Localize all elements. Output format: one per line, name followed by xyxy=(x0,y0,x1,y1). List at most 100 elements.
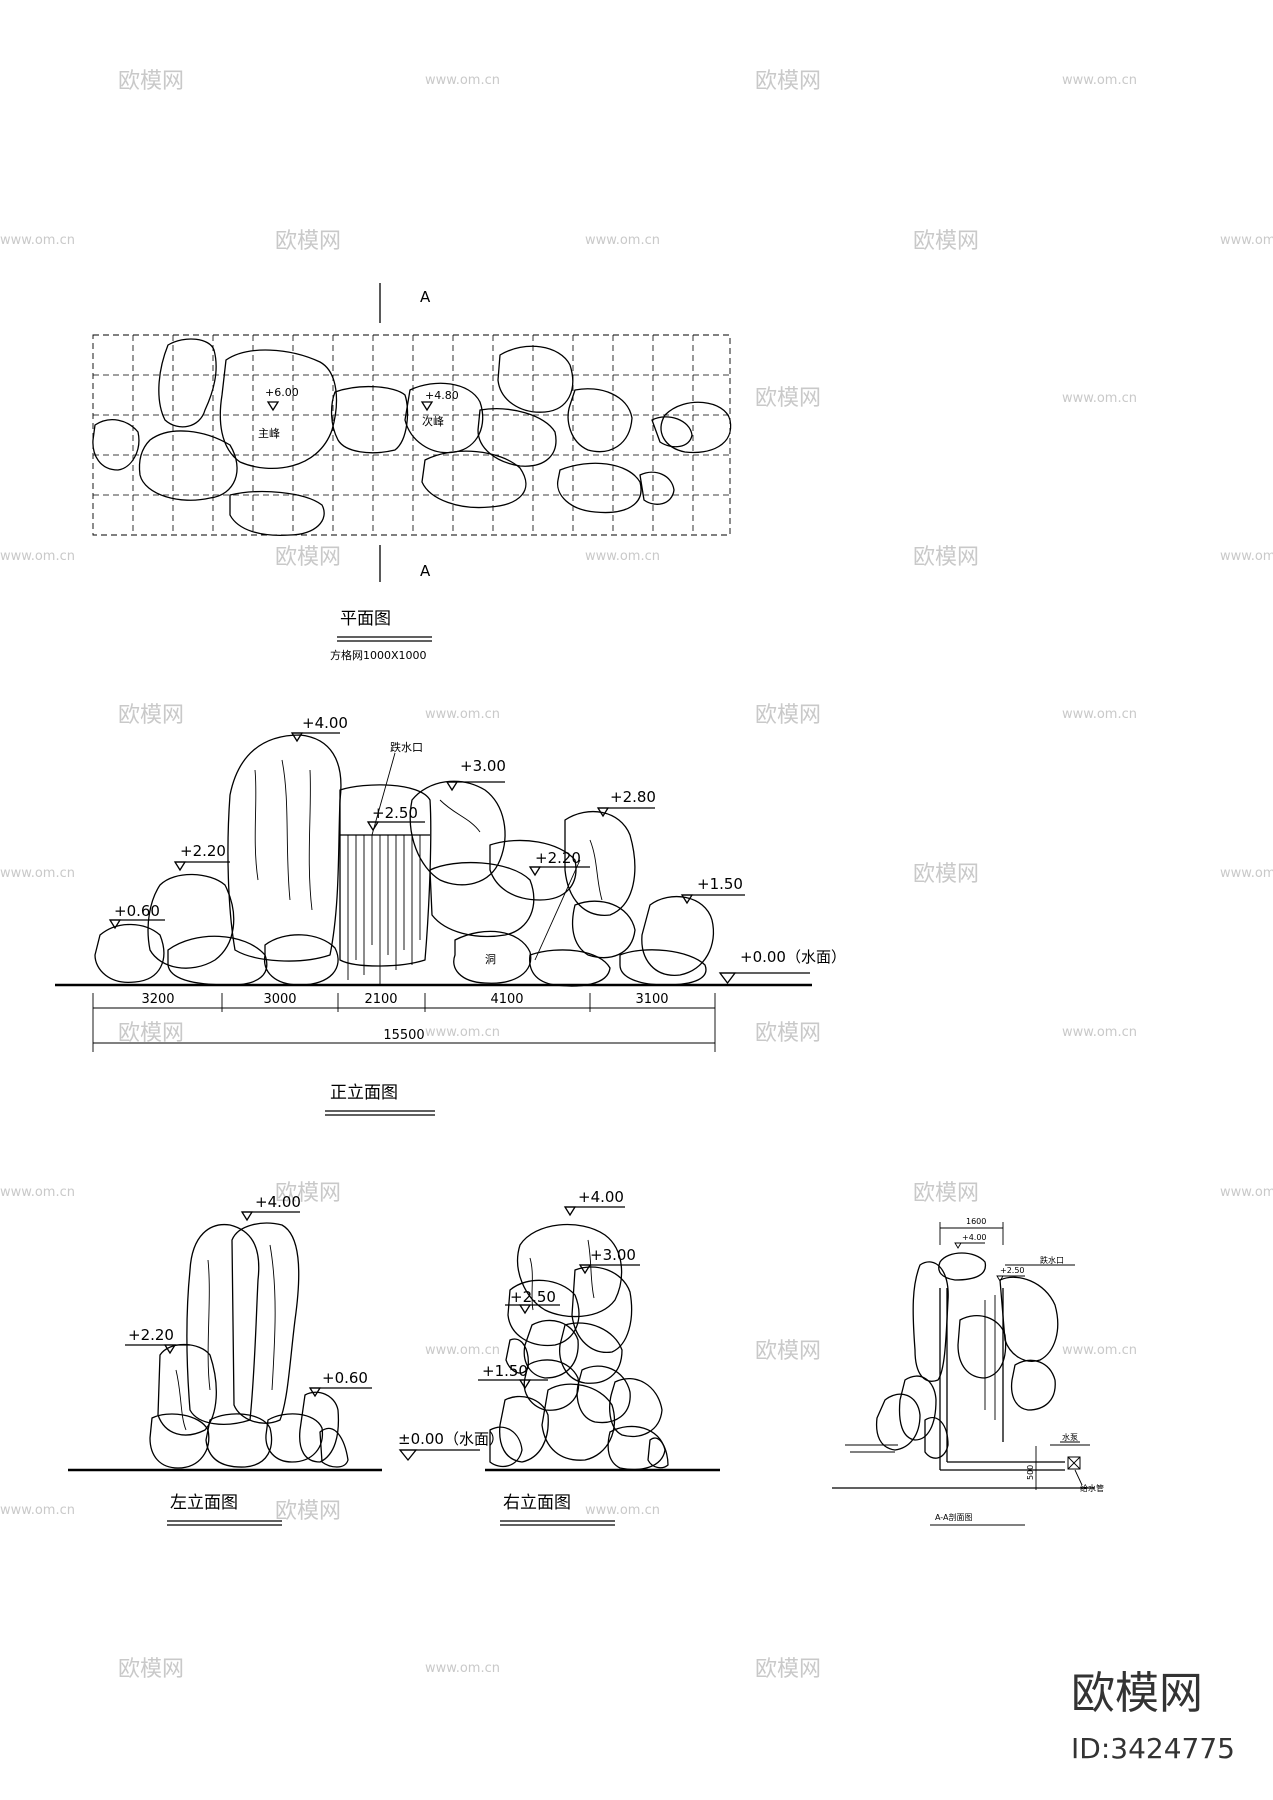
right-rocks xyxy=(489,1223,669,1471)
svg-text:3000: 3000 xyxy=(263,992,296,1007)
watermarks: 欧模网 www.om.cn 欧模网 www.om.cn www.om.cn 欧模… xyxy=(0,69,1273,1682)
section-elev-top: +4.00 xyxy=(954,1233,987,1249)
svg-text:+4.80: +4.80 xyxy=(425,389,459,402)
watermark-brand: 欧模网 xyxy=(913,1181,979,1206)
svg-text:2100: 2100 xyxy=(364,992,397,1007)
watermark-site: www.om.cn xyxy=(0,866,75,881)
watermark-site: www.om.cn xyxy=(1062,391,1137,406)
watermark-site: www.om.cn xyxy=(1062,73,1137,88)
section-rocks xyxy=(875,1252,1059,1459)
svg-text:15500: 15500 xyxy=(383,1028,424,1043)
watermark-site: www.om.cn xyxy=(1062,1343,1137,1358)
svg-text:+2.50: +2.50 xyxy=(372,804,418,822)
watermark-site: www.om.cn xyxy=(585,1503,660,1518)
front-water-level: +0.00（水面） xyxy=(718,948,846,985)
watermark-site: www.om.cn xyxy=(425,1343,500,1358)
front-elevation: +4.00 +3.00 +2.80 +2.50 +2.20 +2.20 +1.5… xyxy=(55,714,846,1116)
watermark-brand: 欧模网 xyxy=(755,703,821,728)
brand-id: ID:3424775 xyxy=(1071,1732,1235,1765)
section-mark-top: A xyxy=(420,288,431,306)
plan-title: 平面图 xyxy=(340,609,391,629)
front-elev-0-60: +0.60 xyxy=(108,902,165,930)
svg-text:+4.00: +4.00 xyxy=(578,1188,624,1206)
watermark-brand: 欧模网 xyxy=(913,229,979,254)
front-elev-2-50: +2.50 xyxy=(366,804,425,832)
svg-text:+2.20: +2.20 xyxy=(128,1326,174,1344)
cave-edge xyxy=(534,859,581,961)
watermark-site: www.om.cn xyxy=(425,73,500,88)
label-cave: 洞 xyxy=(485,953,496,966)
front-elev-1-50: +1.50 xyxy=(680,875,745,905)
label-waterfall-outlet: 跌水口 xyxy=(390,740,423,754)
section-width-dim: 1600 xyxy=(966,1217,986,1226)
section-elev-mid: +2.50 xyxy=(996,1266,1025,1282)
brand-name: 欧模网 xyxy=(1071,1668,1203,1719)
front-elev-4-00: +4.00 xyxy=(290,714,348,743)
label-secondary-peak: 次峰 xyxy=(422,414,444,428)
watermark-site: www.om.cn xyxy=(1062,1025,1137,1040)
watermark-brand: 欧模网 xyxy=(913,862,979,887)
front-elev-2-20-right: +2.20 xyxy=(528,849,590,877)
front-rock-texture xyxy=(254,759,603,911)
right-elev-4-00: +4.00 xyxy=(563,1188,625,1217)
svg-text:+0.00（水面）: +0.00（水面） xyxy=(740,948,846,966)
svg-text:4100: 4100 xyxy=(490,992,523,1007)
front-dimensions: 3200 3000 2100 4100 3100 15500 xyxy=(92,992,716,1052)
watermark-site: www.om.cn xyxy=(585,549,660,564)
svg-text:3200: 3200 xyxy=(141,992,174,1007)
watermark-brand: 欧模网 xyxy=(118,69,184,94)
svg-text:+1.50: +1.50 xyxy=(697,875,743,893)
left-title: 左立面图 xyxy=(170,1493,238,1513)
left-elev-2-20: +2.20 xyxy=(125,1326,190,1355)
right-elev-2-50: +2.50 xyxy=(505,1288,560,1315)
watermark-site: www.om.cn xyxy=(1062,707,1137,722)
section-label-pump: 水泵 xyxy=(1062,1432,1078,1442)
plan-rocks xyxy=(92,338,732,536)
watermark-site: www.om.cn xyxy=(0,1185,75,1200)
svg-text:+3.00: +3.00 xyxy=(460,757,506,775)
watermark-site: www.om.cn xyxy=(0,233,75,248)
watermark-brand: 欧模网 xyxy=(275,1499,341,1524)
plan-elevation-secondary: +4.80 xyxy=(420,389,459,412)
svg-text:+3.00: +3.00 xyxy=(590,1246,636,1264)
brand-stamp: 欧模网 ID:3424775 xyxy=(1071,1668,1235,1765)
watermark-brand: 欧模网 xyxy=(913,545,979,570)
front-waterfall xyxy=(340,834,430,985)
right-rock-texture xyxy=(529,1239,595,1311)
watermark-site: www.om.cn xyxy=(0,549,75,564)
front-elev-3-00: +3.00 xyxy=(445,757,506,792)
left-elev-4-00: +4.00 xyxy=(240,1193,301,1222)
section-a-a: 1600 +4.00 +2.50 xyxy=(832,1217,1104,1526)
watermark-brand: 欧模网 xyxy=(275,229,341,254)
front-elev-2-20-left: +2.20 xyxy=(173,842,230,872)
watermark-site: www.om.cn xyxy=(425,1025,500,1040)
right-elev-3-00: +3.00 xyxy=(578,1246,640,1275)
svg-text:+2.80: +2.80 xyxy=(610,788,656,806)
svg-text:+0.60: +0.60 xyxy=(114,902,160,920)
svg-text:+4.00: +4.00 xyxy=(255,1193,301,1211)
right-water-level: ±0.00（水面） xyxy=(398,1430,504,1462)
section-water-pool xyxy=(939,1288,1065,1471)
svg-text:+2.50: +2.50 xyxy=(510,1288,556,1306)
watermark-brand: 欧模网 xyxy=(118,1657,184,1682)
watermark-site: www.om.cn xyxy=(425,1661,500,1676)
watermark-brand: 欧模网 xyxy=(755,69,821,94)
label-main-peak: 主峰 xyxy=(258,427,280,440)
section-mark-bottom: A xyxy=(420,562,431,580)
svg-text:+0.60: +0.60 xyxy=(322,1369,368,1387)
watermark-brand: 欧模网 xyxy=(275,545,341,570)
watermark-site: www.om.cn xyxy=(0,1503,75,1518)
svg-text:±0.00（水面）: ±0.00（水面） xyxy=(398,1430,504,1448)
svg-text:3100: 3100 xyxy=(635,992,668,1007)
plan-view: A A xyxy=(92,283,732,662)
section-title: A-A剖面图 xyxy=(935,1512,972,1522)
watermark-site: www.om.cn xyxy=(1220,1185,1273,1200)
plan-elevation-main: +6.00 xyxy=(265,386,299,412)
left-elevation: +4.00 +2.20 +0.60 左立面图 xyxy=(68,1193,382,1526)
watermark-site: www.om.cn xyxy=(1220,233,1273,248)
plan-grid xyxy=(92,334,731,536)
svg-text:+4.00: +4.00 xyxy=(302,714,348,732)
watermark-brand: 欧模网 xyxy=(755,1021,821,1046)
watermark-site: www.om.cn xyxy=(585,233,660,248)
